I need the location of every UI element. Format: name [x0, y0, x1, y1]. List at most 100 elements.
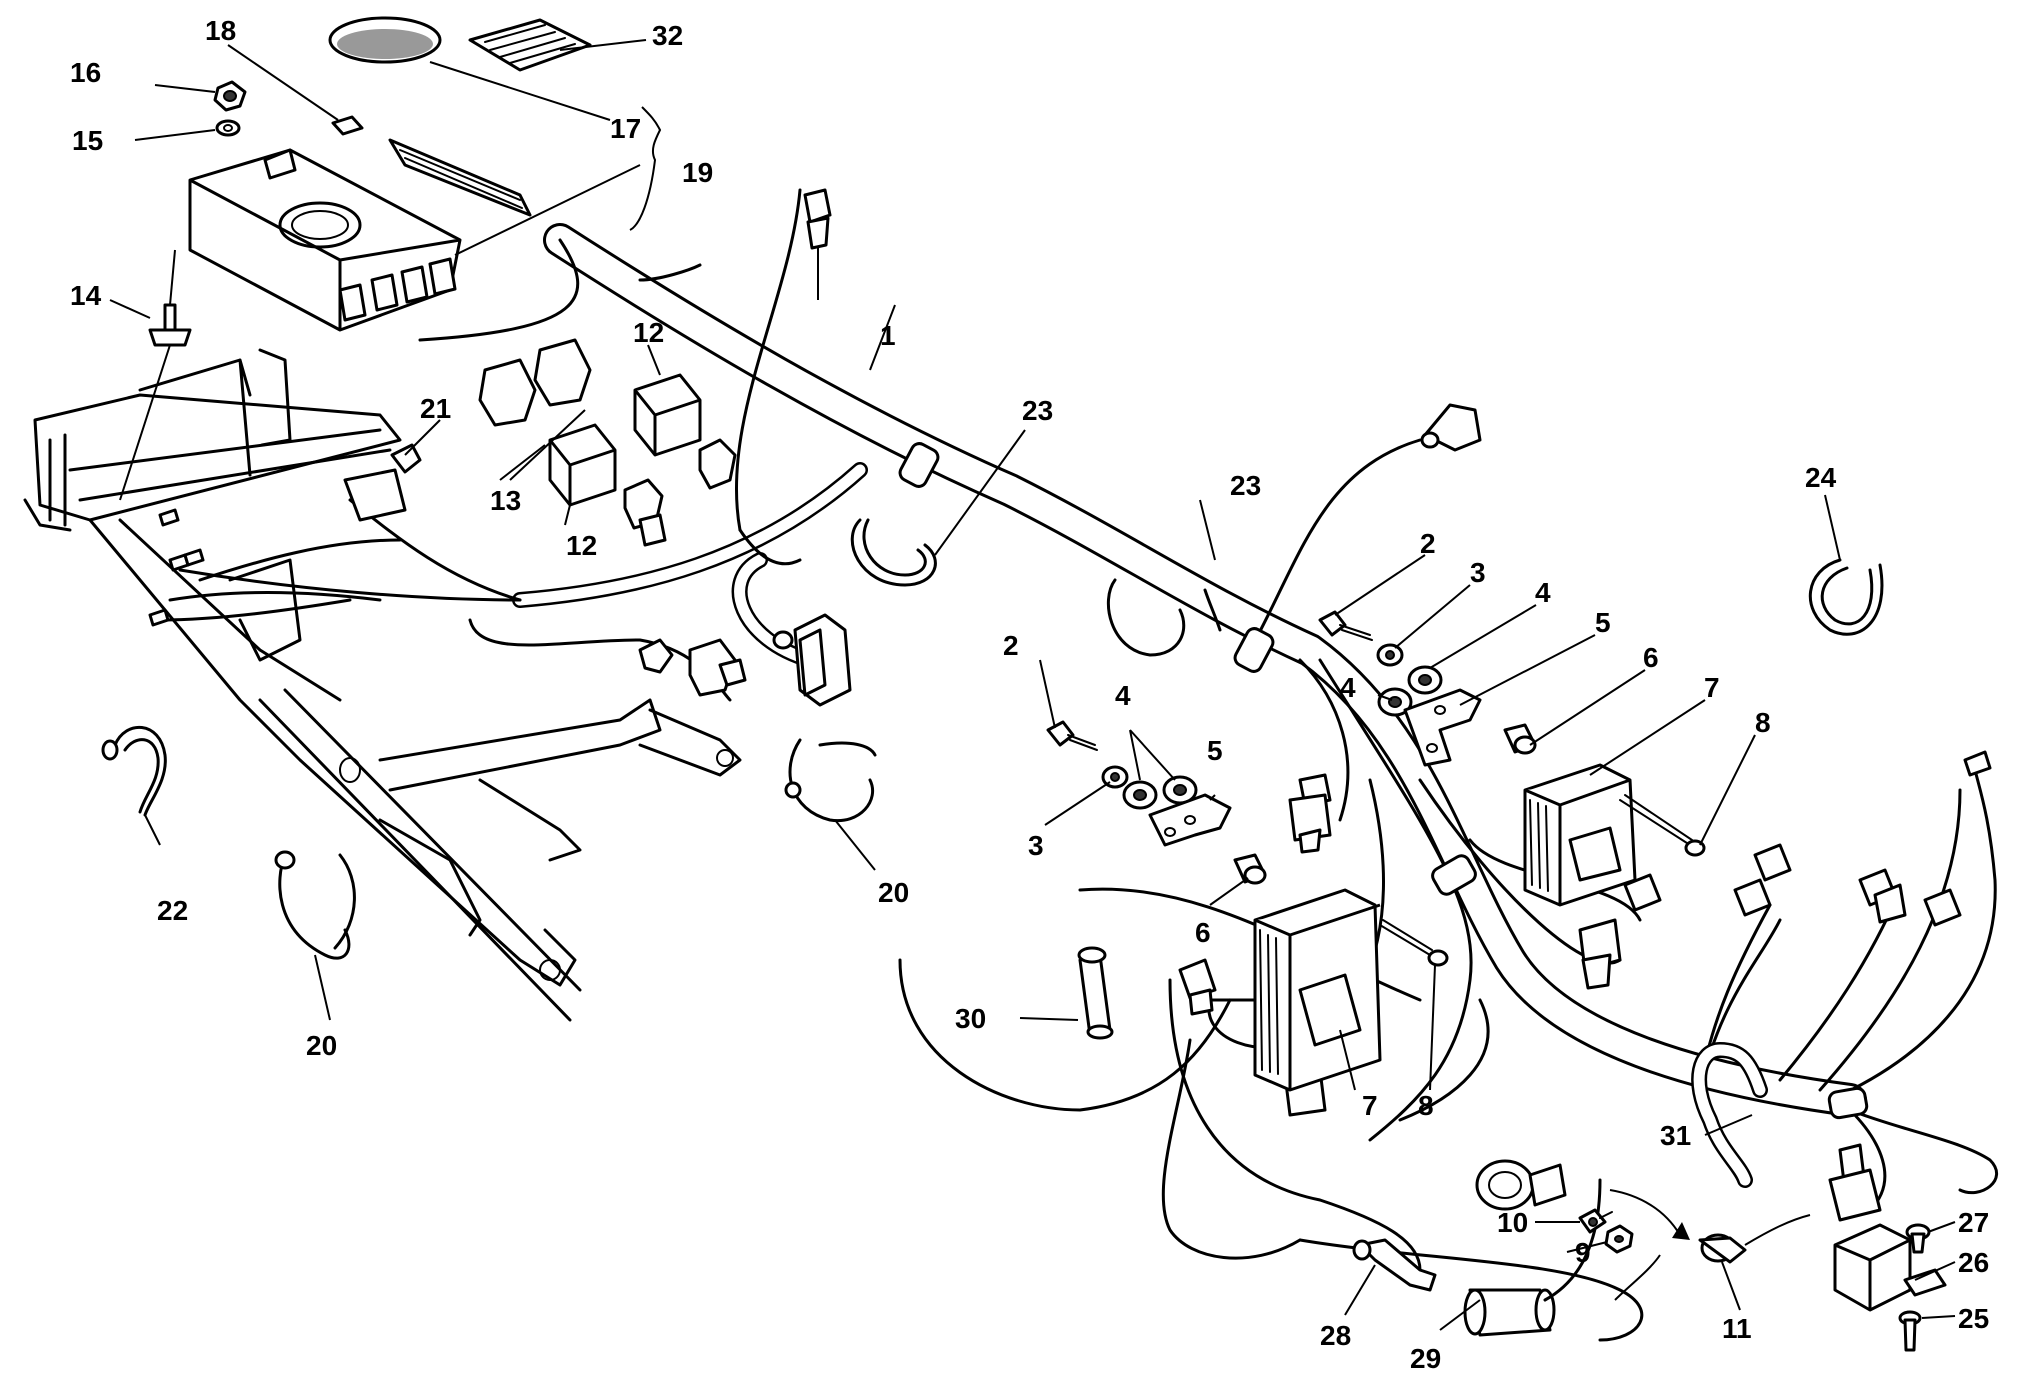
callout-8: 8 — [1418, 1090, 1434, 1121]
callout-17: 17 — [610, 113, 641, 144]
callout-32: 32 — [652, 20, 683, 51]
callout-6: 6 — [1195, 917, 1211, 948]
screw-8-lower — [1379, 919, 1449, 967]
grommet-4-upper — [1377, 665, 1443, 717]
clip-23-b — [1106, 578, 1222, 657]
subframe — [23, 348, 742, 1022]
pipe-31 — [1691, 1042, 1768, 1188]
callout-23: 23 — [1230, 470, 1261, 501]
clip-22 — [101, 726, 167, 817]
callout-3: 3 — [1470, 557, 1486, 588]
relay-socket-upper — [698, 438, 737, 490]
callout-3: 3 — [1028, 830, 1044, 861]
nut — [213, 80, 247, 112]
relay-socket-lower — [623, 478, 667, 547]
sensor-28 — [1352, 1238, 1437, 1292]
mounting-pin — [119, 249, 192, 501]
sensor-29 — [1463, 1288, 1556, 1337]
main-wiring-harness — [158, 188, 1998, 1342]
callout-2: 2 — [1003, 630, 1019, 661]
callout-13: 13 — [490, 485, 521, 516]
callout-20: 20 — [306, 1030, 337, 1061]
callout-18: 18 — [205, 15, 236, 46]
callout-2: 2 — [1420, 528, 1436, 559]
spacer-6-lower — [1233, 853, 1267, 885]
clip-20-right — [784, 738, 877, 823]
callout-26: 26 — [1958, 1247, 1989, 1278]
callout-labels: 1 2 2 3 3 4 4 4 5 5 6 6 7 7 8 8 9 10 11 … — [70, 15, 1989, 1374]
callout-30: 30 — [955, 1003, 986, 1034]
callout-12: 12 — [566, 530, 597, 561]
spark-plug-cap-30 — [1077, 946, 1114, 1040]
wire-terminals — [148, 508, 205, 627]
ignition-coil-lower — [1253, 888, 1382, 1092]
callout-21: 21 — [420, 393, 451, 424]
callout-25: 25 — [1958, 1303, 1989, 1334]
callout-5: 5 — [1207, 735, 1223, 766]
round-connector — [1475, 1159, 1567, 1211]
arrow-to-11 — [1609, 1189, 1690, 1301]
leader-lines — [109, 39, 1956, 1331]
spacer-6-upper — [1503, 723, 1537, 755]
connector-lower-center — [1288, 773, 1332, 854]
connector-left-cable — [638, 638, 674, 674]
callout-9: 9 — [1575, 1237, 1591, 1268]
callout-20: 20 — [878, 877, 909, 908]
callout-1: 1 — [880, 320, 896, 351]
callout-6: 6 — [1643, 642, 1659, 673]
chip — [331, 115, 364, 136]
connector-right-block — [1578, 918, 1622, 990]
connector-mid-right — [1420, 403, 1482, 452]
bolt-10 — [1578, 1208, 1613, 1234]
callout-10: 10 — [1497, 1207, 1528, 1238]
bracket-5-upper — [1403, 688, 1482, 767]
relay-small — [343, 443, 422, 522]
sensor-cable-29 — [1543, 1178, 1602, 1302]
connector-left-pair — [688, 638, 747, 697]
relay-upper — [633, 373, 702, 457]
callout-8: 8 — [1755, 707, 1771, 738]
harness-sleeves — [898, 442, 1869, 1120]
callout-5: 5 — [1595, 607, 1611, 638]
callout-22: 22 — [157, 895, 188, 926]
ignition-coil-upper — [1523, 763, 1637, 907]
callout-4: 4 — [1340, 672, 1356, 703]
callout-16: 16 — [70, 57, 101, 88]
callout-24: 24 — [1805, 462, 1837, 493]
callout-12: 12 — [633, 317, 664, 348]
bracket-5-lower — [1148, 793, 1232, 847]
screw-25 — [1898, 1310, 1922, 1352]
callout-23: 23 — [1022, 395, 1053, 426]
grommet-4-lower — [1122, 775, 1198, 810]
callout-4: 4 — [1535, 577, 1551, 608]
sensor-11 — [1698, 1214, 1811, 1264]
sensor-cable-top — [1178, 958, 1217, 1016]
washer — [215, 119, 241, 137]
callout-29: 29 — [1410, 1343, 1441, 1374]
screw-2-upper — [1318, 610, 1373, 641]
clip-24 — [1808, 558, 1884, 636]
callout-19: 19 — [682, 157, 713, 188]
nut-9 — [1604, 1224, 1634, 1254]
clip-20-left — [274, 850, 356, 960]
relay-lower — [548, 423, 617, 507]
relay-base-left — [478, 338, 592, 427]
oval-cover — [328, 16, 442, 64]
map-sensor-26 — [1828, 1143, 1947, 1312]
callout-27: 27 — [1958, 1207, 1989, 1238]
hose-connector — [1623, 843, 1907, 924]
callout-15: 15 — [72, 125, 103, 156]
callout-7: 7 — [1704, 672, 1720, 703]
clip-23-a — [850, 518, 937, 587]
callout-7: 7 — [1362, 1090, 1378, 1121]
ecu-unit — [188, 138, 532, 332]
washer-3-upper — [1376, 643, 1404, 667]
label-sticker — [468, 18, 592, 72]
callout-4: 4 — [1115, 680, 1131, 711]
callout-31: 31 — [1660, 1120, 1691, 1151]
connector-mid — [772, 613, 852, 707]
callout-11: 11 — [1722, 1313, 1752, 1344]
connector-top — [803, 188, 832, 300]
callout-28: 28 — [1320, 1320, 1351, 1351]
